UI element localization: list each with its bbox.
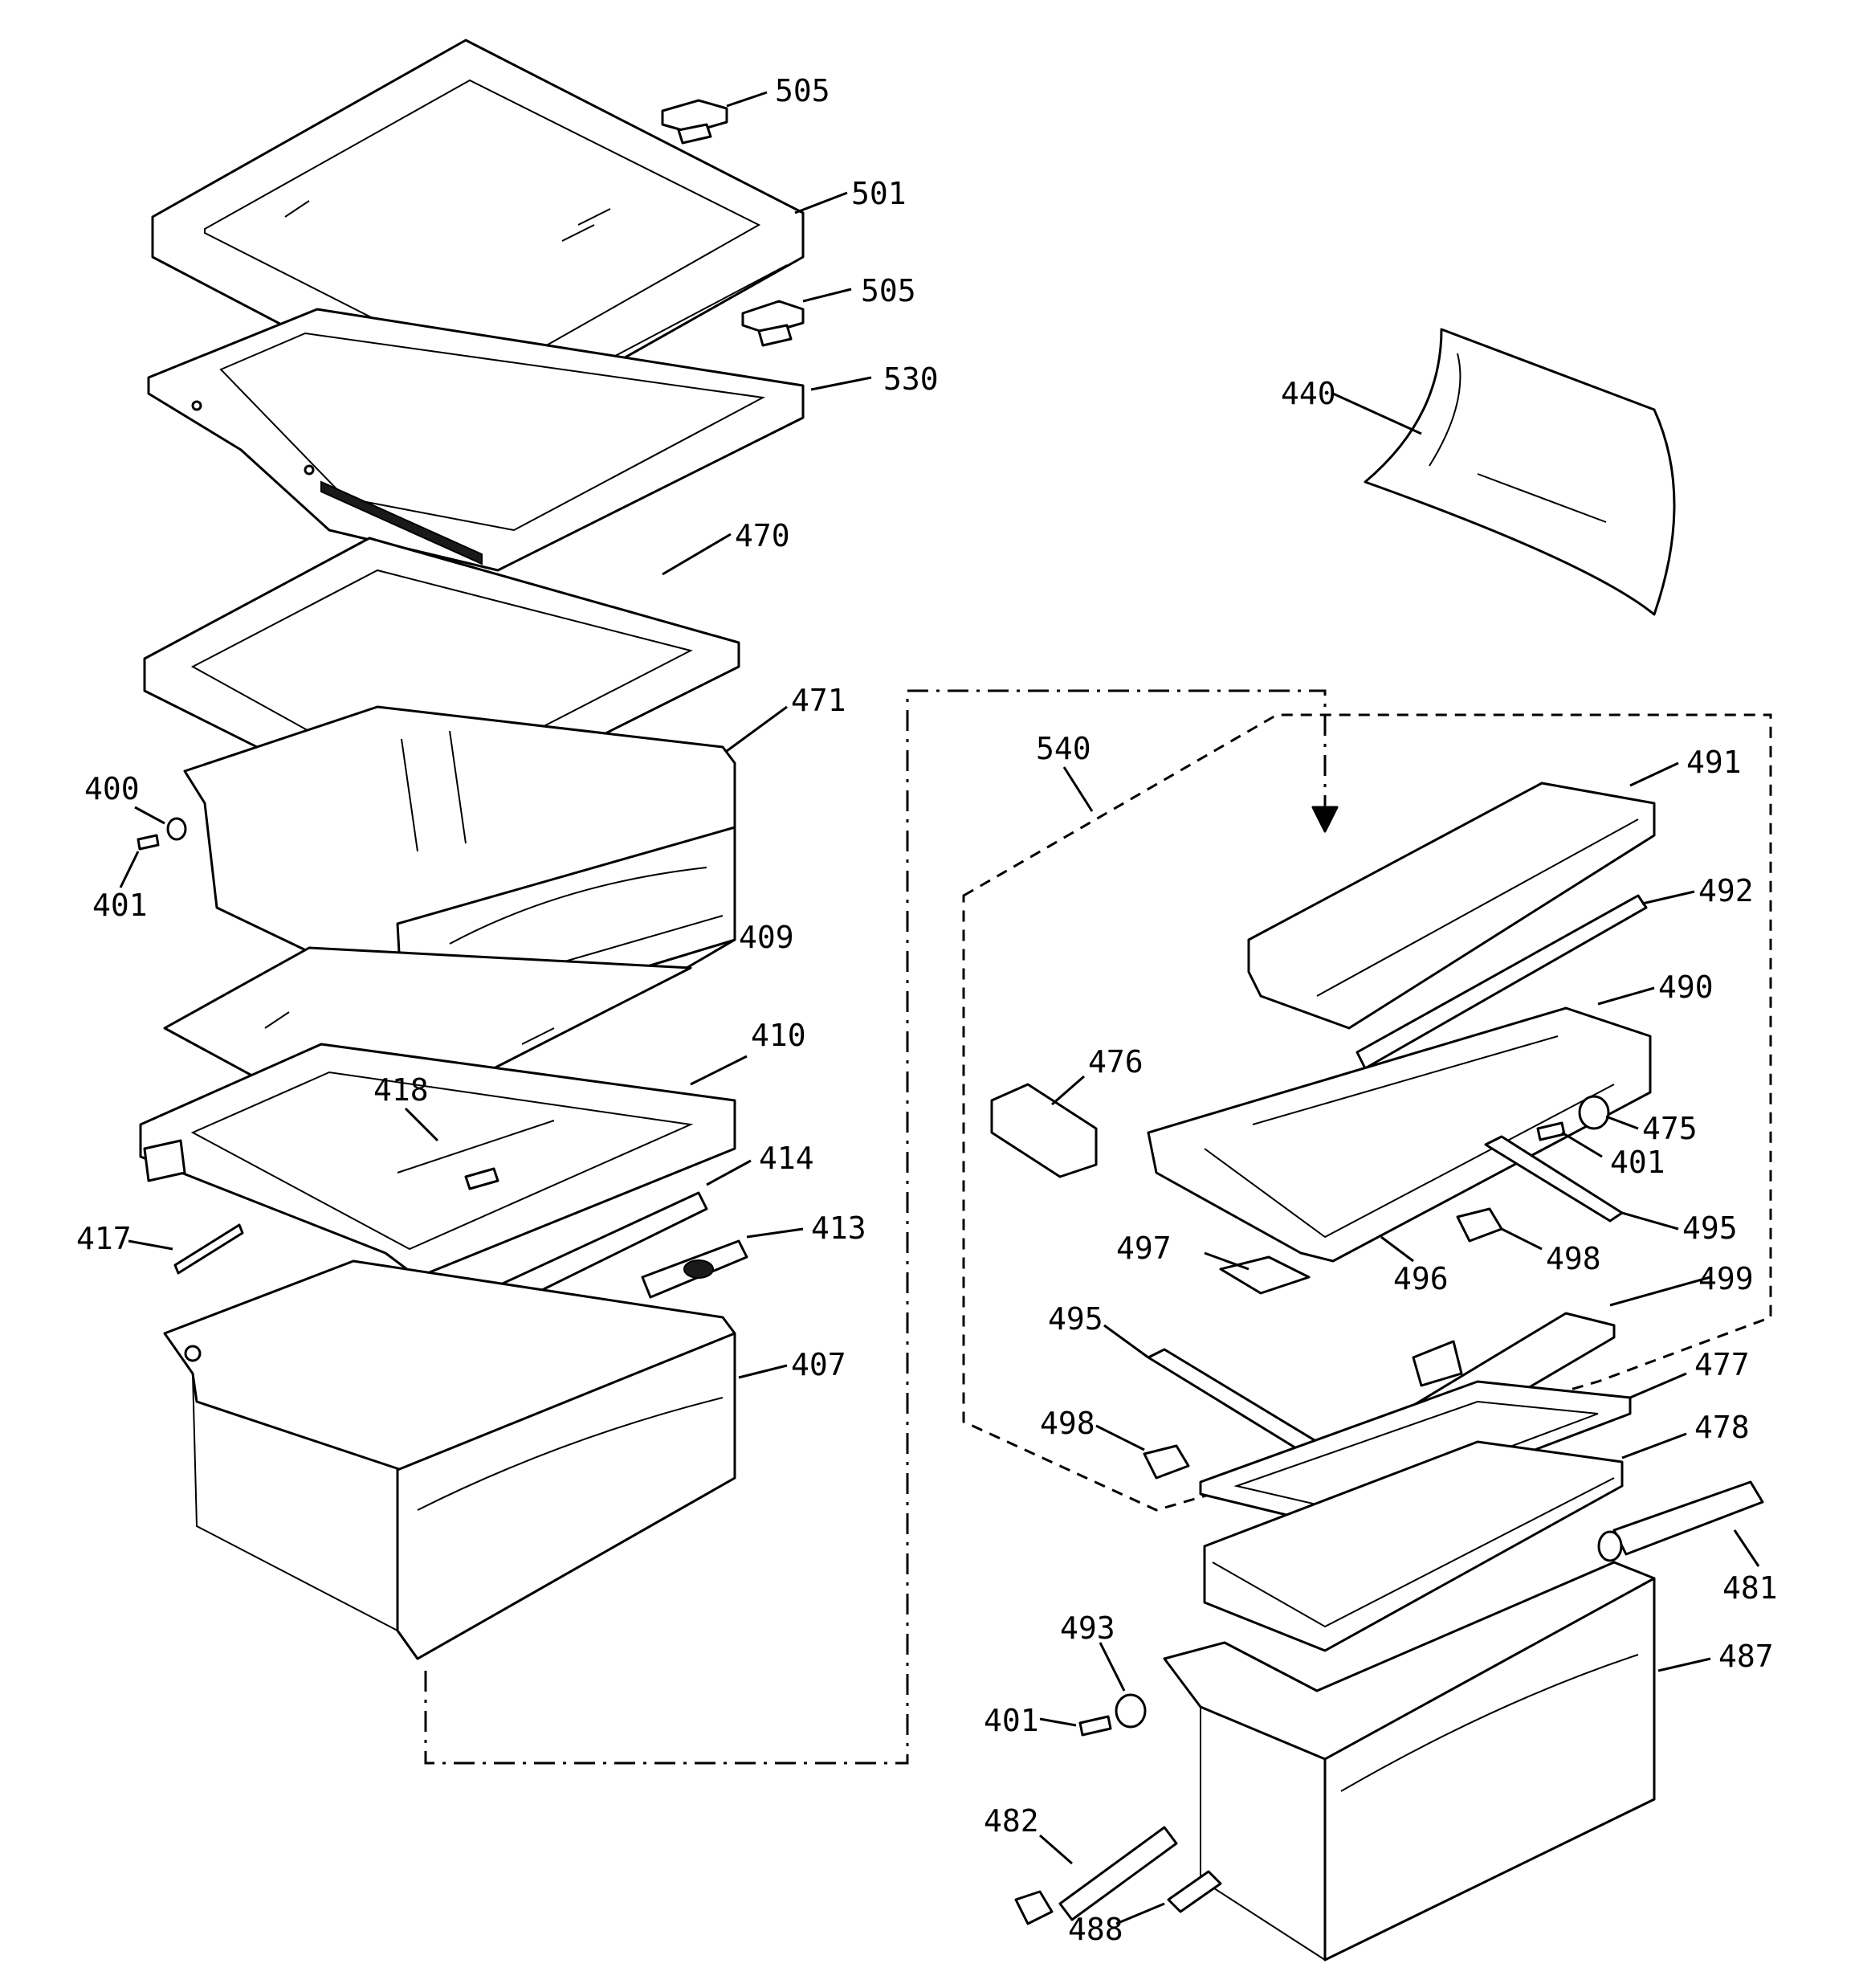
- drawer-407: [163, 1259, 736, 1660]
- label-475: 475: [1642, 1111, 1698, 1146]
- label-530: 530: [883, 361, 939, 397]
- label-495-upper: 495: [1682, 1210, 1738, 1246]
- label-495-lower: 495: [1048, 1301, 1103, 1337]
- label-498-lower: 498: [1040, 1406, 1095, 1441]
- label-417: 417: [76, 1221, 132, 1256]
- label-401-middle: 401: [1610, 1145, 1665, 1180]
- label-418: 418: [373, 1072, 429, 1108]
- label-501: 501: [851, 176, 907, 211]
- label-496: 496: [1393, 1261, 1449, 1296]
- pan-478: [1203, 1440, 1624, 1652]
- roller-482: [1014, 1826, 1178, 1925]
- arrow-head: [1311, 806, 1339, 833]
- label-401-bottom: 401: [984, 1703, 1039, 1738]
- label-476: 476: [1088, 1044, 1143, 1080]
- cap-400: [166, 817, 187, 841]
- clip-498-upper: [1456, 1207, 1503, 1243]
- frame-477: [1199, 1380, 1632, 1528]
- clip-505-middle: [741, 300, 805, 347]
- label-400: 400: [84, 771, 140, 806]
- part-labels: 505 501 505 530 440 470 471 400 401 409 …: [76, 73, 1778, 1947]
- cover-440: [1364, 328, 1676, 616]
- label-410: 410: [751, 1018, 806, 1053]
- frame-410: [139, 1043, 736, 1279]
- roller-413: [641, 1239, 748, 1299]
- label-487: 487: [1718, 1639, 1774, 1674]
- knob-475: [1578, 1095, 1610, 1130]
- label-491: 491: [1686, 745, 1742, 780]
- label-497: 497: [1116, 1231, 1172, 1266]
- label-488: 488: [1068, 1912, 1123, 1947]
- rail-495-upper: [1484, 1135, 1624, 1223]
- label-481: 481: [1722, 1570, 1778, 1606]
- label-407: 407: [791, 1347, 846, 1382]
- rod-417: [173, 1223, 244, 1275]
- label-493: 493: [1060, 1610, 1115, 1646]
- label-401-left: 401: [92, 888, 148, 923]
- drawer-487: [1163, 1561, 1656, 1961]
- label-409: 409: [739, 920, 794, 955]
- pin-488: [1167, 1870, 1222, 1913]
- label-470: 470: [735, 518, 790, 553]
- label-540: 540: [1036, 731, 1091, 766]
- leader-lines: [119, 91, 1760, 1925]
- clip-498-lower: [1143, 1444, 1190, 1480]
- label-413: 413: [811, 1210, 866, 1246]
- body-490: [1147, 1006, 1652, 1263]
- clip-505-top: [661, 99, 728, 145]
- kit-outline-540: [962, 713, 1772, 1512]
- label-498-upper: 498: [1546, 1241, 1601, 1276]
- roller-481: [1597, 1480, 1764, 1562]
- shelf-frame-530: [147, 308, 805, 572]
- label-492: 492: [1698, 873, 1754, 908]
- screw-401-bottom: [1078, 1715, 1112, 1737]
- label-490: 490: [1658, 970, 1714, 1005]
- lid-491: [1247, 782, 1656, 1030]
- ring-493: [1115, 1693, 1147, 1729]
- block-476: [990, 1083, 1098, 1178]
- label-499: 499: [1698, 1261, 1754, 1296]
- screw-401-left: [137, 834, 160, 851]
- label-471: 471: [791, 683, 846, 718]
- label-505-top: 505: [775, 73, 830, 108]
- label-478: 478: [1694, 1410, 1750, 1445]
- label-414: 414: [759, 1141, 814, 1176]
- label-477: 477: [1694, 1347, 1750, 1382]
- label-440: 440: [1281, 376, 1336, 411]
- label-505-middle: 505: [861, 273, 916, 308]
- label-482: 482: [984, 1803, 1039, 1839]
- slider-418: [397, 1120, 555, 1190]
- strip-492: [1355, 894, 1648, 1070]
